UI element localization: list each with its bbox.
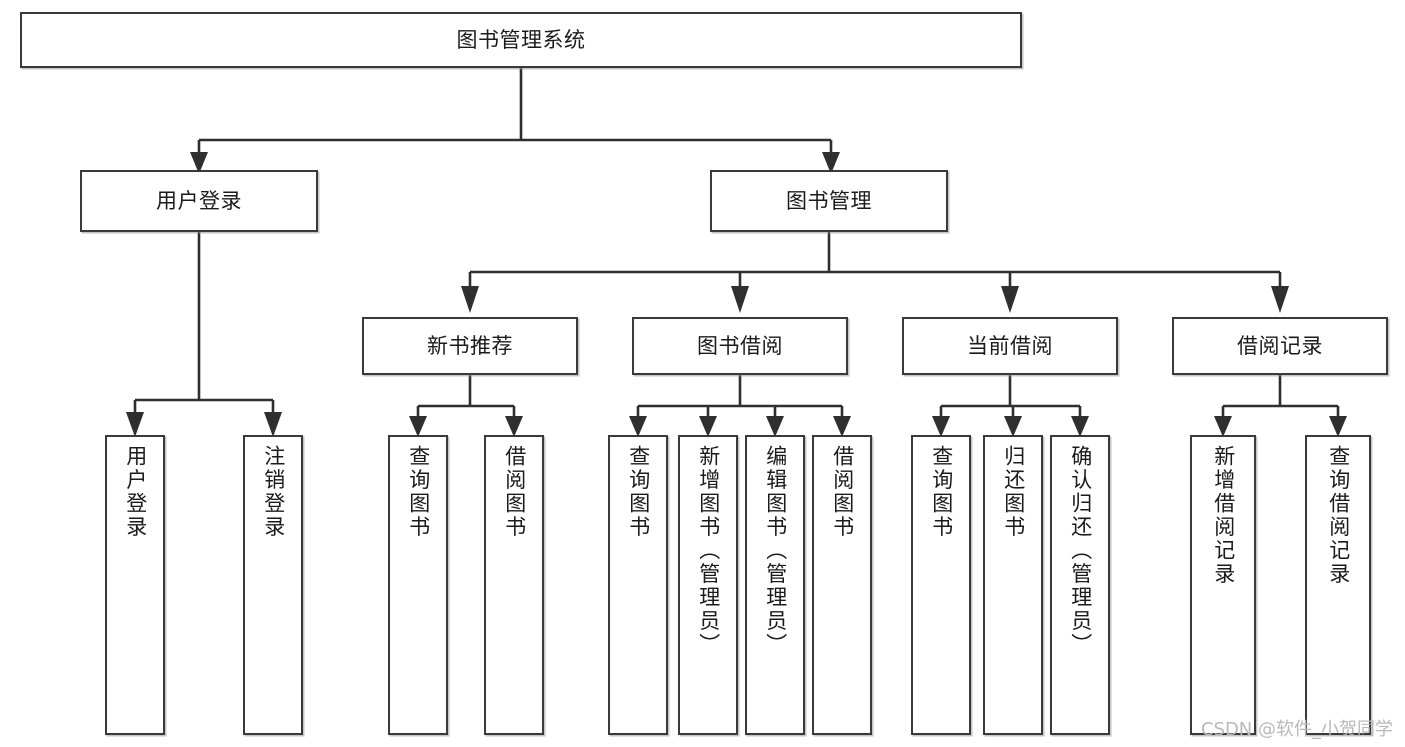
- node-book-borrow-label: 图书借阅: [697, 333, 783, 358]
- leaf-add-book-label: 新增图书（管理员）: [696, 445, 721, 657]
- leaf-borrow-book-1[interactable]: 借阅图书: [484, 435, 544, 735]
- csdn-watermark: CSDN @软件_小贺同学: [1200, 719, 1393, 740]
- leaf-query-record-label: 查询借阅记录: [1326, 445, 1351, 586]
- leaf-query-book-2-label: 查询图书: [626, 445, 651, 539]
- leaf-user-logout-label: 注销登录: [261, 445, 286, 539]
- leaf-edit-book[interactable]: 编辑图书（管理员）: [745, 435, 805, 735]
- leaf-query-book-1-label: 查询图书: [406, 445, 431, 539]
- leaf-confirm-return-label: 确认归还（管理员）: [1068, 445, 1093, 657]
- node-new-book-rec[interactable]: 新书推荐: [362, 317, 578, 375]
- leaf-return-book[interactable]: 归还图书: [983, 435, 1043, 735]
- node-current-borrow[interactable]: 当前借阅: [902, 317, 1118, 375]
- leaf-borrow-book-2-label: 借阅图书: [830, 445, 855, 539]
- node-root[interactable]: 图书管理系统: [20, 12, 1022, 68]
- leaf-add-record[interactable]: 新增借阅记录: [1190, 435, 1256, 735]
- node-current-borrow-label: 当前借阅: [967, 333, 1053, 358]
- leaf-user-login[interactable]: 用户登录: [105, 435, 165, 735]
- leaf-user-logout[interactable]: 注销登录: [243, 435, 303, 735]
- leaf-add-record-label: 新增借阅记录: [1211, 445, 1236, 586]
- node-book-borrow[interactable]: 图书借阅: [632, 317, 848, 375]
- leaf-query-book-3[interactable]: 查询图书: [911, 435, 971, 735]
- node-user-login-label: 用户登录: [156, 188, 242, 213]
- leaf-borrow-book-2[interactable]: 借阅图书: [812, 435, 872, 735]
- leaf-query-book-1[interactable]: 查询图书: [388, 435, 448, 735]
- leaf-add-book[interactable]: 新增图书（管理员）: [678, 435, 738, 735]
- leaf-return-book-label: 归还图书: [1001, 445, 1026, 539]
- leaf-query-record[interactable]: 查询借阅记录: [1305, 435, 1371, 735]
- node-book-manage-label: 图书管理: [786, 188, 872, 213]
- node-borrow-record[interactable]: 借阅记录: [1172, 317, 1388, 375]
- leaf-query-book-3-label: 查询图书: [929, 445, 954, 539]
- node-book-manage[interactable]: 图书管理: [710, 170, 948, 232]
- node-borrow-record-label: 借阅记录: [1237, 333, 1323, 358]
- node-root-label: 图书管理系统: [456, 27, 586, 52]
- leaf-user-login-label: 用户登录: [123, 445, 148, 539]
- node-new-book-rec-label: 新书推荐: [427, 333, 513, 358]
- leaf-query-book-2[interactable]: 查询图书: [608, 435, 668, 735]
- leaf-edit-book-label: 编辑图书（管理员）: [763, 445, 788, 657]
- node-user-login[interactable]: 用户登录: [80, 170, 318, 232]
- leaf-borrow-book-1-label: 借阅图书: [502, 445, 527, 539]
- leaf-confirm-return[interactable]: 确认归还（管理员）: [1050, 435, 1110, 735]
